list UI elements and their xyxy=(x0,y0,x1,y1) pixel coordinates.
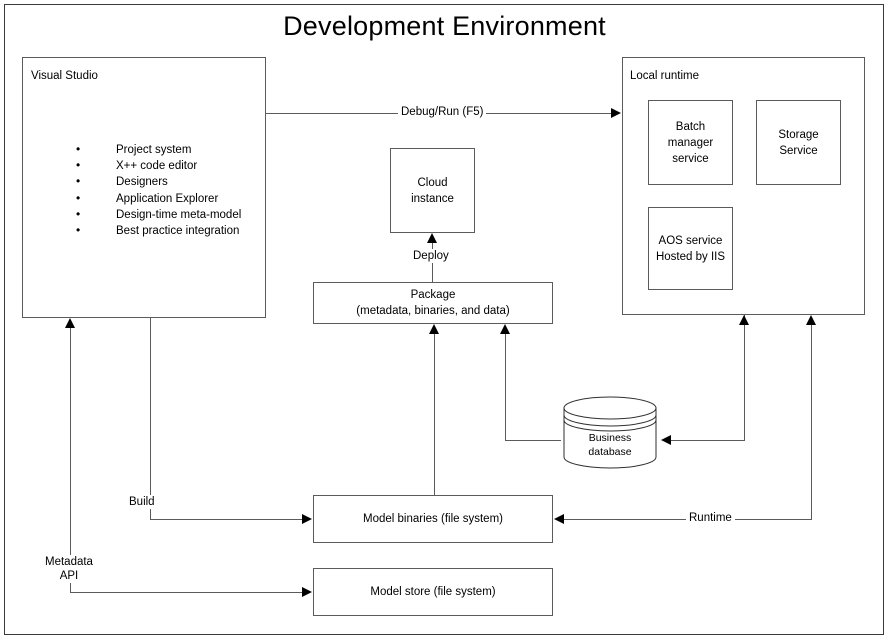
list-item: Designers xyxy=(76,173,241,190)
model-store-label: Model store (file system) xyxy=(370,586,496,598)
model-binaries-box[interactable] xyxy=(313,495,553,543)
edge-debug-run-label: Debug/Run (F5) xyxy=(398,105,487,119)
edge-runtime-to-database-v xyxy=(744,315,745,441)
storage-service-line-1: Storage xyxy=(778,128,819,141)
business-database-line-2: database xyxy=(588,446,632,458)
database-icon xyxy=(563,396,657,469)
edge-metadata-api-h xyxy=(70,592,302,593)
edge-binaries-to-package-arrowhead xyxy=(429,324,439,334)
package-line-1: Package xyxy=(410,289,456,301)
edge-build-label: Build xyxy=(126,495,158,509)
edge-build-arrowhead xyxy=(302,514,312,524)
storage-service-line-2: Service xyxy=(779,144,818,157)
package-label: Package (metadata, binaries, and data) xyxy=(313,282,553,324)
aos-service-label: AOS service Hosted by IIS xyxy=(648,207,733,290)
edge-binaries-to-package-line xyxy=(434,334,435,495)
storage-service-box[interactable] xyxy=(756,100,841,185)
batch-manager-service-label: Batch manager service xyxy=(648,100,733,185)
edge-metadata-api-line-2: API xyxy=(59,570,79,582)
package-line-2: (metadata, binaries, and data) xyxy=(356,305,510,317)
edge-runtime-to-database-h xyxy=(671,440,745,441)
batch-manager-service-box[interactable] xyxy=(648,100,733,185)
diagram-title: Development Environment xyxy=(283,11,606,41)
edge-metadata-api-arrowhead-right xyxy=(302,587,312,597)
cloud-instance-line-2: instance xyxy=(411,192,454,205)
list-item: Application Explorer xyxy=(76,190,241,207)
model-binaries-label: Model binaries (file system) xyxy=(363,513,503,525)
model-store-box[interactable] xyxy=(313,568,553,616)
cloud-instance-line-1: Cloud xyxy=(417,176,448,189)
edge-build-h xyxy=(150,519,302,520)
edge-runtime-feed-arrowhead-top xyxy=(806,315,816,325)
aos-service-box[interactable] xyxy=(648,207,733,290)
cloud-instance-box[interactable] xyxy=(390,148,475,233)
business-database-label: Business database xyxy=(560,431,660,459)
visual-studio-feature-list: Project system X++ code editor Designers… xyxy=(58,141,241,239)
list-item: Project system xyxy=(76,141,241,158)
edge-metadata-api-arrowhead-up xyxy=(65,318,75,328)
edge-deploy-arrowhead xyxy=(427,233,437,243)
business-database-cylinder[interactable]: Business database xyxy=(560,395,660,470)
edge-build-v xyxy=(150,318,151,519)
storage-service-label: Storage Service xyxy=(756,100,841,185)
edge-database-to-package-h xyxy=(505,440,561,441)
edge-deploy-label: Deploy xyxy=(410,249,452,263)
business-database-line-1: Business xyxy=(588,432,632,444)
edge-database-up-to-runtime-arrowhead xyxy=(739,315,749,325)
batch-manager-line-2: manager xyxy=(667,136,714,149)
edge-runtime-feed-arrowhead-left xyxy=(554,514,564,524)
list-item: Design-time meta-model xyxy=(76,206,241,223)
edge-runtime-label: Runtime xyxy=(686,511,735,525)
edge-metadata-api-line-1: Metadata xyxy=(45,556,93,568)
aos-service-line-1: AOS service xyxy=(658,234,723,247)
cloud-instance-label: Cloud instance xyxy=(390,148,475,233)
edge-database-to-package-arrowhead xyxy=(500,324,510,334)
list-item: X++ code editor xyxy=(76,157,241,174)
local-runtime-title: Local runtime xyxy=(630,70,700,82)
package-box[interactable] xyxy=(313,282,553,324)
aos-service-line-2: Hosted by IIS xyxy=(655,250,726,263)
edge-metadata-api-v xyxy=(70,328,71,592)
edge-runtime-to-database-arrowhead xyxy=(661,435,671,445)
batch-manager-line-1: Batch xyxy=(675,120,706,133)
edge-database-to-package-v xyxy=(505,334,506,441)
edge-metadata-api-label: Metadata API xyxy=(42,555,96,583)
edge-debug-run-arrowhead xyxy=(611,108,621,118)
visual-studio-title: Visual Studio xyxy=(31,70,98,82)
batch-manager-line-3: service xyxy=(672,152,709,165)
list-item: Best practice integration xyxy=(76,222,241,239)
edge-runtime-feed-v xyxy=(811,325,812,519)
diagram-outer-frame xyxy=(4,4,884,635)
